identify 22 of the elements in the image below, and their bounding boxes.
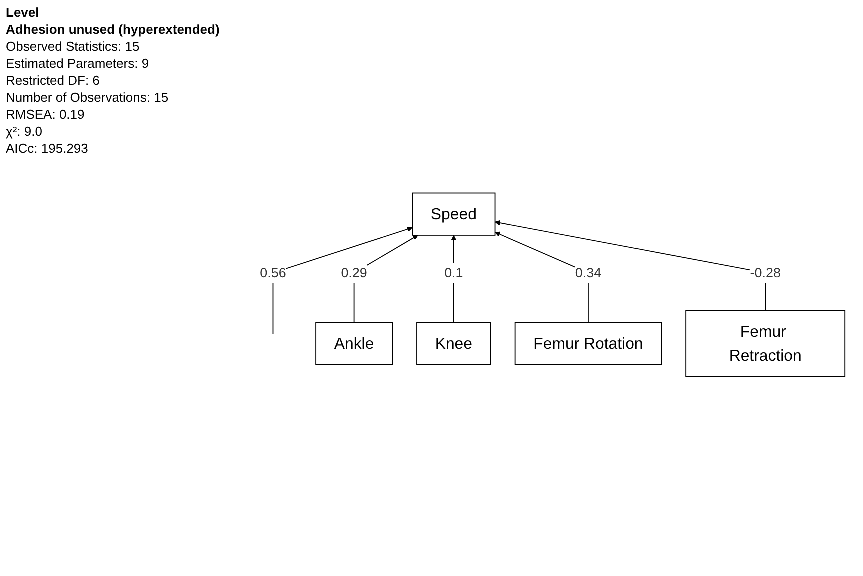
edge-label: 0.56	[260, 265, 286, 281]
arrow	[451, 235, 457, 324]
statistic-text: χ²: 9.0	[6, 123, 44, 140]
edge-label: -0.28	[750, 265, 781, 281]
node-box: Femur Rotation	[514, 322, 662, 366]
heading-text: Adhesion unused (hyperextended)	[6, 21, 220, 38]
statistic-text: Observed Statistics: 15	[6, 38, 141, 55]
node-box: Femur Retraction	[686, 310, 846, 378]
node-box: Speed	[412, 192, 496, 236]
statistic-text: RMSEA: 0.19	[6, 106, 86, 123]
statistic-text: Number of Observations: 15	[6, 89, 170, 106]
edge-label: 0.34	[575, 265, 602, 281]
statistic-text: Estimated Parameters: 9	[6, 55, 150, 72]
statistic-text: Restricted DF: 6	[6, 72, 101, 89]
node-box: Knee	[416, 322, 492, 366]
edge-label: 0.29	[341, 265, 368, 281]
heading-text: Level	[6, 4, 40, 21]
edge-label: 0.1	[444, 265, 464, 281]
arrow	[495, 220, 766, 312]
statistic-text: AICc: 195.293	[6, 140, 90, 157]
arrow	[272, 226, 413, 335]
node-box: Ankle	[316, 322, 393, 366]
